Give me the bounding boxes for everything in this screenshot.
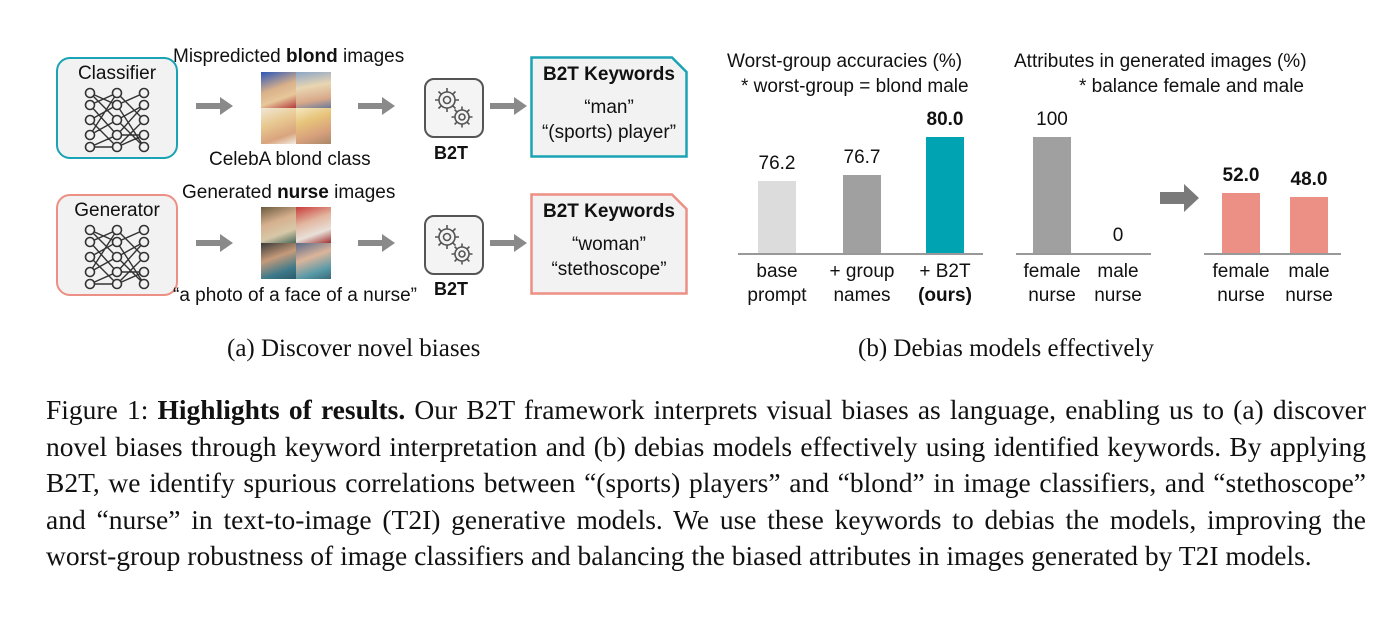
arrow-right-icon [196, 234, 233, 252]
classifier-box: Classifier [56, 57, 178, 159]
x-tick-label: base prompt [727, 260, 827, 308]
x-tick-label-line: male [1288, 261, 1330, 282]
classifier-keywords-box: B2T Keywords “man” “(sports) player” [530, 56, 688, 158]
bar [843, 175, 881, 253]
neural-network-icon [84, 224, 150, 290]
face-thumbnail [261, 207, 296, 243]
keyword: “(sports) player” [541, 122, 677, 143]
bar-value-label: 76.7 [843, 147, 881, 169]
arrow-right-icon [490, 234, 527, 252]
celeba-caption: CelebA blond class [209, 149, 371, 170]
arrow-right-icon [196, 97, 233, 115]
figure-caption-text: Our B2T framework interprets visual bias… [46, 394, 1367, 572]
x-axis-baseline [738, 253, 983, 255]
gears-icon [435, 88, 473, 128]
face-thumbnail [296, 72, 331, 108]
x-tick-label-line: nurse [1285, 285, 1333, 306]
x-tick-label-line: nurse [1028, 285, 1076, 306]
keyword: “woman” [572, 234, 646, 255]
arrow-right-icon [358, 97, 395, 115]
bar-value-label: 76.2 [758, 153, 796, 175]
arrow-right-icon [358, 234, 395, 252]
bar [1290, 197, 1328, 253]
chart2-subtitle: * balance female and male [1079, 76, 1304, 97]
b2t-label: B2T [434, 279, 469, 299]
b2t-gear-box [424, 215, 484, 275]
gears-icon [435, 225, 473, 265]
b2t-label: B2T [434, 143, 469, 163]
bar [758, 181, 796, 253]
x-tick-label-line: nurse [1094, 285, 1142, 306]
panel-a-subcaption: (a) Discover novel biases [227, 335, 481, 362]
big-arrow-right-icon [1160, 184, 1199, 212]
figure-caption: Figure 1: Highlights of results. Our B2T… [46, 392, 1366, 575]
x-tick-label: male nurse [1259, 260, 1359, 308]
x-axis-baseline [1204, 253, 1341, 255]
x-tick-label-line: + group [829, 261, 895, 282]
generator-label: Generator [74, 200, 160, 221]
figure-label: Figure 1: [46, 394, 149, 425]
face-thumbnail [261, 243, 296, 279]
bar-value-label: 48.0 [1290, 169, 1328, 191]
x-tick-label: + group names [812, 260, 912, 308]
x-tick-label: female nurse [1191, 260, 1291, 308]
bar [1222, 192, 1260, 253]
x-tick-label: male nurse [1068, 260, 1168, 308]
face-thumbnail [296, 243, 331, 279]
face-thumbnail [296, 207, 331, 243]
x-tick-label: + B2T (ours) [895, 260, 995, 308]
x-tick-label-line: female [1212, 261, 1270, 282]
x-tick-label-line: base [756, 261, 798, 282]
keyword: “man” [584, 97, 634, 118]
face-thumbnail [261, 72, 296, 108]
x-tick-label-line: (ours) [918, 285, 972, 306]
classifier-images-caption: Mispredicted blond images [173, 46, 405, 67]
generator-keywords-box: B2T Keywords “woman” “stethoscope” [530, 193, 688, 295]
bar [1033, 137, 1071, 253]
x-tick-label-line: male [1097, 261, 1139, 282]
blond-image-thumbnails [261, 72, 331, 144]
x-tick-label-line: + B2T [919, 261, 971, 282]
chart2-title: Attributes in generated images (%) [1014, 51, 1307, 72]
x-tick-label: female nurse [1002, 260, 1102, 308]
bar-value-label: 0 [1112, 225, 1124, 246]
generator-images-caption: Generated nurse images [182, 182, 396, 203]
figure-bold-title: Highlights of results. [157, 394, 406, 425]
bar-value-label: 52.0 [1222, 164, 1260, 186]
nurse-prompt-caption: “a photo of a face of a nurse” [173, 285, 417, 306]
face-thumbnail [296, 108, 331, 144]
face-thumbnail [261, 108, 296, 144]
arrow-right-icon [490, 97, 527, 115]
keywords-title: B2T Keywords [543, 201, 675, 222]
neural-network-icon [84, 87, 150, 153]
b2t-gear-box [424, 78, 484, 138]
bar [926, 137, 964, 253]
chart1-subtitle: * worst-group = blond male [741, 76, 969, 97]
bar-value-label: 100 [1036, 109, 1068, 130]
keywords-title: B2T Keywords [543, 64, 675, 85]
x-axis-baseline [1016, 253, 1151, 255]
bar-value-label: 80.0 [926, 109, 964, 130]
nurse-image-thumbnails [261, 207, 331, 279]
generator-box: Generator [56, 194, 178, 296]
x-tick-label-line: female [1023, 261, 1081, 282]
keyword: “stethoscope” [551, 259, 667, 280]
x-tick-label-line: names [833, 285, 891, 306]
x-tick-label-line: prompt [747, 285, 807, 306]
x-tick-label-line: nurse [1217, 285, 1265, 306]
classifier-label: Classifier [77, 63, 157, 84]
panel-b-subcaption: (b) Debias models effectively [858, 335, 1154, 362]
chart1-title: Worst-group accuracies (%) [727, 51, 963, 72]
